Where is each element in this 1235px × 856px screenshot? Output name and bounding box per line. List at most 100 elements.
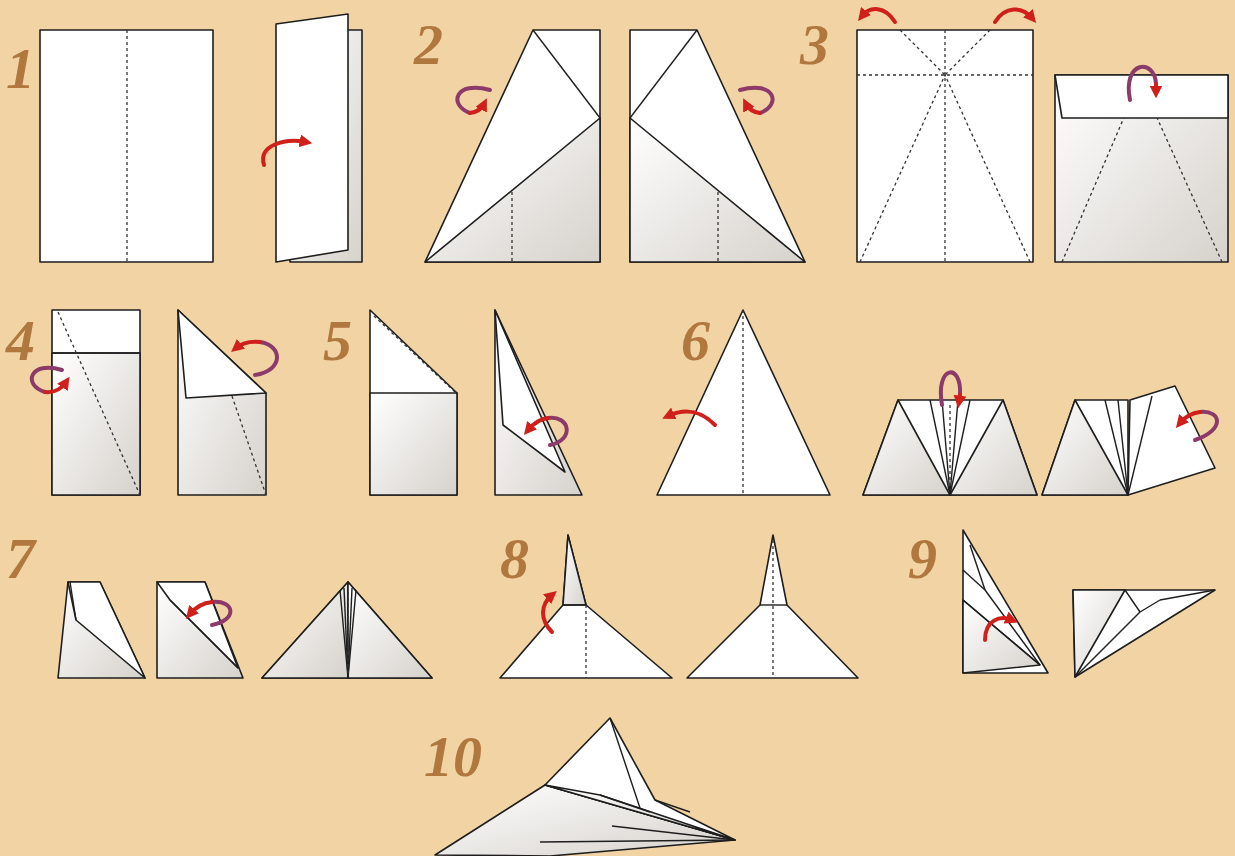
paper-shape bbox=[262, 582, 348, 678]
fold-line bbox=[52, 352, 140, 353]
paper-shape bbox=[563, 535, 586, 605]
step-number: 10 bbox=[424, 728, 482, 786]
paper-shape bbox=[1042, 400, 1128, 495]
fold-line bbox=[630, 30, 697, 118]
fold-arrow bbox=[746, 104, 760, 113]
fold-line bbox=[944, 30, 945, 262]
paper-shape bbox=[157, 582, 238, 668]
fold-line bbox=[772, 540, 773, 678]
fold-line bbox=[1118, 400, 1128, 495]
fold-line bbox=[540, 840, 735, 842]
step-1-figure bbox=[40, 14, 362, 262]
fold-line bbox=[900, 30, 945, 75]
paper-shape bbox=[370, 310, 457, 495]
paper-shape bbox=[630, 118, 805, 262]
fold-line bbox=[717, 192, 718, 262]
fold-arrow bbox=[190, 602, 212, 614]
step-5-figure bbox=[370, 310, 582, 495]
paper-shape bbox=[857, 30, 1033, 262]
fold-arrow bbox=[528, 418, 548, 430]
paper-shape bbox=[495, 310, 582, 495]
step-9-figure bbox=[963, 530, 1215, 677]
fold-line bbox=[945, 75, 1030, 262]
paper-shape bbox=[262, 582, 432, 678]
fold-arrow bbox=[236, 342, 260, 348]
step-number: 2 bbox=[414, 16, 443, 74]
fold-arrow bbox=[1154, 84, 1158, 92]
step-number: 7 bbox=[6, 530, 35, 588]
paper-shape bbox=[1055, 75, 1228, 262]
fold-arrow bbox=[1195, 412, 1217, 440]
step-number: 8 bbox=[500, 530, 529, 588]
fold-line bbox=[126, 30, 127, 262]
paper-shape bbox=[1073, 590, 1215, 677]
fold-line bbox=[610, 718, 640, 808]
paper-shape bbox=[963, 600, 1040, 673]
fold-line bbox=[950, 400, 970, 495]
paper-shape bbox=[863, 400, 1037, 495]
step-number: 4 bbox=[6, 312, 35, 370]
paper-shape bbox=[630, 30, 805, 262]
fold-arrow bbox=[862, 9, 895, 22]
fold-line bbox=[949, 405, 950, 490]
paper-shape bbox=[1128, 386, 1215, 495]
fold-line bbox=[348, 590, 356, 678]
fold-line bbox=[942, 400, 950, 495]
fold-line bbox=[760, 604, 787, 605]
fold-line bbox=[563, 604, 586, 605]
paper-shape bbox=[963, 530, 1048, 673]
fold-arrow bbox=[548, 418, 567, 445]
paper-shape bbox=[1042, 400, 1128, 495]
paper-shape bbox=[425, 118, 600, 262]
fold-arrow bbox=[457, 88, 490, 113]
fold-line bbox=[1105, 400, 1128, 495]
step-4-figure bbox=[32, 310, 277, 495]
fold-arrow bbox=[263, 141, 306, 165]
fold-line bbox=[600, 795, 650, 812]
paper-shape bbox=[1055, 75, 1228, 118]
step-8-figure bbox=[500, 535, 858, 678]
fold-arrow bbox=[985, 618, 1012, 640]
fold-line bbox=[945, 30, 990, 75]
fold-arrow bbox=[255, 342, 277, 375]
paper-shape bbox=[863, 400, 950, 495]
fold-line bbox=[585, 605, 586, 678]
step-number: 1 bbox=[6, 40, 35, 98]
paper-shape bbox=[370, 393, 457, 495]
fold-line bbox=[1140, 600, 1160, 612]
fold-line bbox=[1125, 590, 1140, 612]
paper-shape bbox=[425, 30, 600, 262]
step-3-figure bbox=[857, 9, 1228, 262]
paper-shape bbox=[657, 310, 830, 495]
fold-arrow bbox=[959, 395, 960, 402]
fold-arrow bbox=[1180, 412, 1200, 423]
fold-arrow bbox=[1129, 67, 1156, 100]
fold-line bbox=[374, 316, 455, 392]
paper-shape bbox=[40, 30, 213, 262]
paper-shape bbox=[52, 353, 140, 495]
fold-arrow bbox=[995, 9, 1032, 22]
fold-line bbox=[655, 800, 690, 812]
fold-line bbox=[963, 600, 1040, 665]
paper-shape bbox=[687, 535, 858, 678]
paper-shape bbox=[68, 582, 145, 678]
fold-arrow bbox=[740, 88, 773, 113]
fold-arrow bbox=[470, 104, 484, 113]
step-number: 9 bbox=[908, 530, 937, 588]
paper-shape bbox=[950, 400, 1037, 495]
paper-shape bbox=[52, 310, 140, 495]
fold-line bbox=[970, 545, 985, 590]
fold-arrow bbox=[941, 372, 960, 405]
fold-line bbox=[950, 400, 958, 495]
fold-line bbox=[1075, 612, 1140, 677]
fold-line bbox=[511, 192, 512, 262]
paper-shape bbox=[58, 582, 145, 678]
paper-shape bbox=[545, 785, 735, 840]
fold-arrow bbox=[543, 595, 552, 632]
fold-line bbox=[930, 400, 950, 495]
step-number: 6 bbox=[681, 312, 710, 370]
fold-line bbox=[70, 582, 76, 620]
fold-line bbox=[170, 600, 238, 668]
